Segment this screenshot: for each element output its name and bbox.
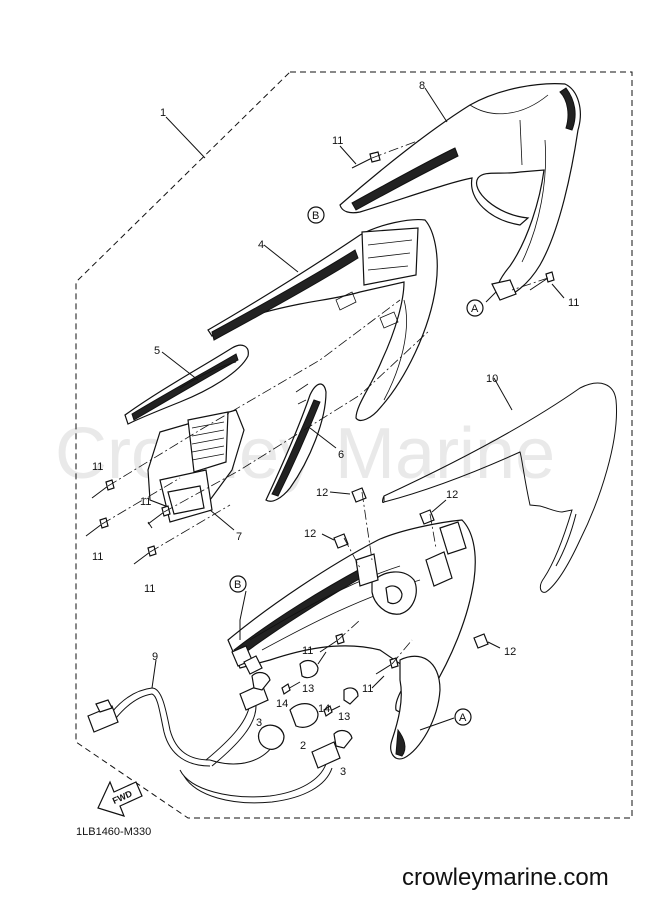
callout-11: 11 [140, 496, 151, 508]
part-12-nut-d[interactable] [473, 633, 489, 649]
callout-5: 5 [154, 345, 160, 357]
part-3-socket-lower[interactable] [311, 729, 353, 769]
ref-b-circle [307, 206, 325, 224]
callout-13: 13 [338, 711, 350, 723]
callout-1: 1 [160, 107, 166, 119]
callout-6: 6 [338, 449, 344, 461]
assembly-boundary [75, 71, 633, 819]
part-7-tail-light[interactable] [147, 409, 245, 523]
ref-a-circle [466, 299, 484, 317]
part-13-grommet-upper[interactable] [299, 659, 319, 679]
site-url: crowleymarine.com [402, 864, 609, 891]
part-12-nut-a[interactable] [351, 487, 367, 503]
ref-b-circle-lower [229, 575, 247, 593]
callout-11: 11 [568, 297, 579, 309]
drawing-code: 1LB1460-M330 [76, 826, 151, 838]
callout-11: 11 [302, 645, 313, 657]
part-14-screw-b[interactable] [323, 705, 341, 717]
callout-11: 11 [92, 461, 103, 473]
ref-a-circle-lower [454, 708, 472, 726]
part-11-screw-6[interactable] [133, 545, 157, 565]
callout-labels: 1 8 11 B 4 A 11 5 10 6 11 11 7 11 11 12 … [92, 80, 579, 778]
callout-12: 12 [446, 489, 458, 501]
part-5-side-cover[interactable] [124, 344, 249, 425]
callout-7: 7 [236, 531, 242, 543]
part-13-grommet-lower[interactable] [343, 687, 359, 705]
part-12-nut-c[interactable] [333, 533, 349, 549]
part-12-nut-b[interactable] [419, 509, 435, 525]
part-10-wire-bracket[interactable] [382, 382, 618, 593]
callout-11: 11 [144, 583, 155, 595]
callout-2: 2 [300, 740, 306, 752]
leader-lines [147, 87, 565, 731]
callout-13: 13 [302, 683, 314, 695]
callout-ref-a: A [471, 303, 479, 315]
callout-ref-b: B [312, 210, 319, 222]
callout-12: 12 [504, 646, 516, 658]
callout-3: 3 [340, 766, 346, 778]
part-4-tail-cover[interactable] [207, 219, 438, 421]
callout-3: 3 [256, 717, 262, 729]
callout-8: 8 [419, 80, 425, 92]
callout-ref-a: A [459, 712, 467, 724]
callout-ref-b: B [234, 579, 241, 591]
callout-11: 11 [92, 551, 103, 563]
callout-12: 12 [316, 487, 328, 499]
callout-10: 10 [486, 373, 498, 385]
part-11-screw-1[interactable] [351, 151, 381, 169]
part-11-screw-8[interactable] [375, 657, 399, 675]
callout-12: 12 [304, 528, 316, 540]
callout-14: 14 [318, 703, 330, 715]
assembly-center-lines [101, 139, 549, 665]
part-8-rear-cowling[interactable] [339, 83, 581, 301]
callout-4: 4 [258, 239, 264, 251]
part-9-wire-harness[interactable] [87, 687, 333, 804]
part-11-screw-2[interactable] [529, 271, 555, 291]
part-3-socket-upper[interactable] [239, 671, 271, 711]
part-11-screw-4[interactable] [147, 505, 171, 525]
part-1-rear-frame-assembly[interactable] [227, 519, 476, 760]
part-11-screw-5[interactable] [85, 517, 109, 537]
fwd-arrow-icon: FWD [97, 780, 143, 817]
callout-9: 9 [152, 651, 158, 663]
part-14-screw-a[interactable] [281, 681, 301, 695]
part-6-side-cover[interactable] [265, 383, 327, 502]
callout-11: 11 [362, 683, 373, 695]
callout-14: 14 [276, 698, 288, 710]
callout-11: 11 [332, 135, 343, 147]
part-2-bulb-main[interactable] [257, 703, 319, 750]
